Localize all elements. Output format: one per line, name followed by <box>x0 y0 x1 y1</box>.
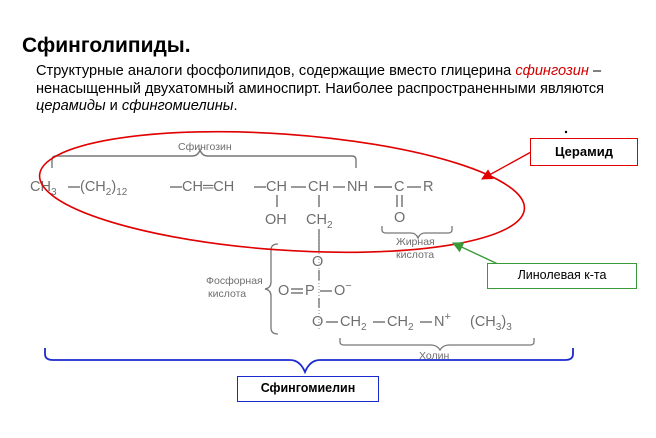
phosphoric-acid-label-line-1: Фосфорная <box>206 275 263 287</box>
phosphoric-acid-label-line-2: кислота <box>208 288 246 300</box>
fatty-acid-brace <box>381 226 453 240</box>
choline-ch2-b: CH2 <box>387 314 414 333</box>
sphingomyelin-callout: Сфингомиелин <box>237 376 379 402</box>
ceramide-ellipse <box>38 130 526 254</box>
choline-ch2-a: CH2 <box>340 314 367 333</box>
phosphate-oxygen-left: O <box>278 283 289 299</box>
quaternary-nitrogen: N+ <box>434 311 451 330</box>
trimethyl-group: (CH3)3 <box>470 314 512 333</box>
linoleic-acid-callout: Линолевая к-та <box>487 263 637 289</box>
phosphoric-acid-brace <box>264 243 279 335</box>
ch-double-bond-ch: CH═CH <box>182 179 234 195</box>
intro-part-1: Структурные аналоги фосфолипидов, содерж… <box>36 63 516 79</box>
fatty-acid-label-line-1: Жирная <box>396 236 435 248</box>
sphingomyelin-brace <box>44 348 574 375</box>
phosphate-oxygen-minus: O− <box>334 280 352 299</box>
fatty-acid-label-line-2: кислота <box>396 249 434 261</box>
ch2-lower: CH2 <box>306 212 333 231</box>
phosphate-oxygen-bottom: O <box>312 314 323 330</box>
choline-label: Холин <box>419 350 449 362</box>
sphingosine-term: сфингозин <box>515 63 589 79</box>
nh-group: NH <box>347 179 368 195</box>
ch-amino-carbon: CH <box>308 179 329 195</box>
carbonyl-carbon: C <box>394 179 404 195</box>
sphingomyelins-term: сфингомиелины <box>121 98 234 114</box>
ester-oxygen: O <box>312 254 323 270</box>
ceramides-term: церамиды <box>36 98 106 114</box>
phosphorus: P <box>305 283 315 299</box>
r-group: R <box>423 179 433 195</box>
ceramide-arrow <box>481 151 532 180</box>
intro-and: и <box>105 98 122 114</box>
hydroxyl-group: OH <box>265 212 287 228</box>
ch3-group: CH3 <box>30 179 57 198</box>
sphingosine-label: Сфингозин <box>178 141 232 153</box>
choline-brace <box>339 338 535 352</box>
intro-dot: . <box>233 98 238 114</box>
ceramide-callout: Церамид <box>530 138 638 166</box>
page-title: Сфинголипиды. <box>22 34 191 57</box>
ch2-chain-group: (CH2)12 <box>80 179 128 198</box>
carbonyl-oxygen: O <box>394 210 405 226</box>
intro-text: Структурные аналоги фосфолипидов, содерж… <box>36 63 640 116</box>
linoleic-arrow <box>451 242 501 266</box>
dot-mark <box>564 130 568 134</box>
ch-hydroxyl-carbon: CH <box>266 179 287 195</box>
intro-part-2: – ненасыщенный двухатомный аминоспирт. Н… <box>36 63 605 97</box>
